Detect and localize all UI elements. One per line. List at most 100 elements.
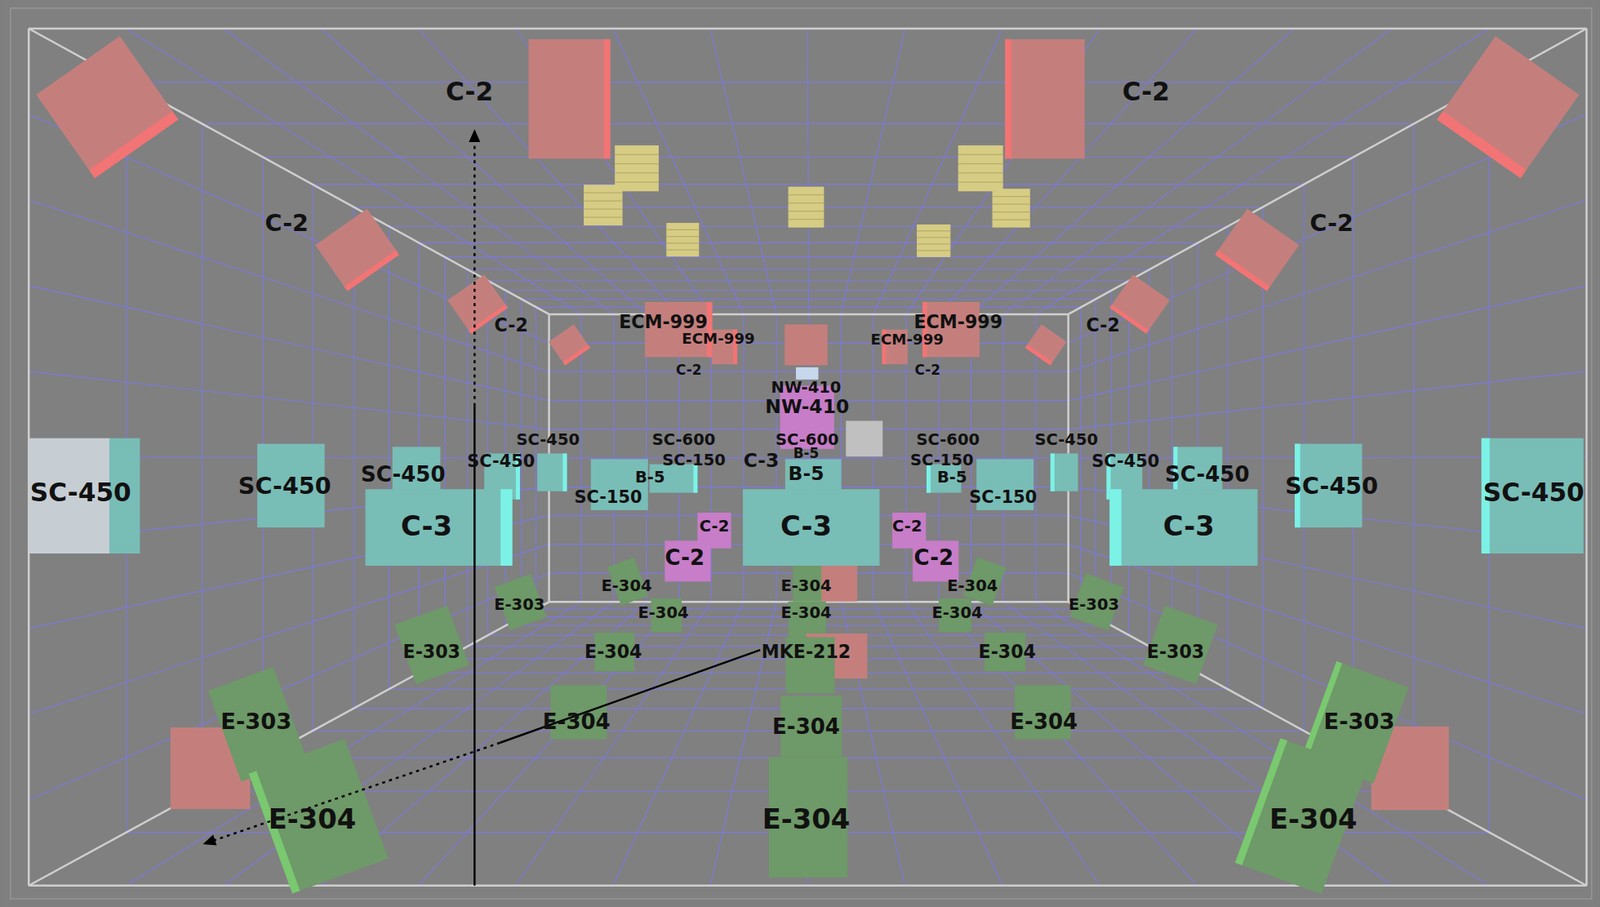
cube-face [1235, 737, 1367, 894]
cube-face [742, 488, 880, 566]
cube [248, 738, 389, 894]
cube [742, 488, 880, 566]
cube-face [992, 188, 1031, 227]
grid-line [1068, 200, 1587, 372]
room-edge [28, 28, 549, 315]
part-label: C-2 [445, 79, 494, 105]
cube-face [583, 184, 623, 226]
part-label: SC-450 [1034, 431, 1098, 449]
part-label: SC-450 [1164, 463, 1249, 485]
room-edge [1068, 28, 1587, 315]
cube-side [1109, 488, 1121, 566]
cube-face [785, 458, 842, 489]
cube-side [344, 249, 400, 291]
part-label: E-304 [946, 577, 998, 595]
cube-face [1025, 324, 1067, 365]
part-label: C-2 [1122, 79, 1170, 105]
cube [548, 324, 591, 365]
cube-side [562, 344, 591, 366]
cube-face [1214, 208, 1299, 292]
cube-face [35, 35, 178, 178]
cube-face [958, 145, 1004, 192]
cube [394, 605, 469, 685]
cube [912, 540, 959, 582]
frame [10, 8, 1592, 899]
part-label: E-304 [978, 641, 1036, 660]
part-label: E-304 [1009, 711, 1078, 733]
cube-face [365, 488, 513, 566]
cube-side [604, 39, 611, 159]
cube-face [1143, 605, 1218, 685]
cube-face [548, 324, 591, 365]
cube-stripe [788, 218, 825, 220]
perspective-grid [28, 28, 1587, 886]
cube-face [1050, 453, 1079, 492]
grid-line [1035, 28, 1489, 315]
grid-line [906, 28, 1100, 315]
cube [494, 573, 547, 631]
cube-stripe [958, 163, 1004, 165]
cube-side [706, 302, 713, 357]
cube-side [1436, 111, 1527, 178]
grid-line [28, 200, 549, 372]
cube-stripe [583, 217, 623, 218]
grid-line [970, 28, 1294, 315]
cube [916, 224, 951, 258]
grid-line [223, 28, 614, 315]
part-label: SC-450 [1284, 474, 1378, 498]
cube-stripe [958, 181, 1004, 183]
cube [315, 208, 400, 292]
cube-stripe [916, 249, 951, 251]
room-edge [28, 884, 1587, 887]
part-label: E-303 [220, 710, 292, 733]
part-label: SC-450 [515, 431, 580, 449]
part-label: ECM-999 [871, 332, 944, 347]
part-label: NW-410 [771, 379, 842, 396]
cube [614, 145, 659, 192]
cube-side [926, 464, 931, 494]
cube [365, 488, 513, 566]
cube [528, 39, 611, 159]
part-label: E-303 [493, 597, 545, 614]
cube-stripe [992, 195, 1031, 197]
part-label: E-303 [1146, 641, 1205, 660]
cube [1214, 208, 1299, 292]
cube-face [666, 222, 699, 257]
part-label: C-3 [1163, 512, 1215, 541]
cube-side [1004, 39, 1012, 159]
cube [666, 222, 699, 257]
grid-line [807, 28, 809, 315]
cube [785, 458, 842, 489]
cube-face [315, 208, 400, 292]
grid-line [28, 371, 549, 430]
cube-stripe [916, 236, 951, 238]
cube [583, 184, 623, 226]
cube-side [1050, 453, 1055, 492]
axis-line [500, 649, 761, 743]
part-label: E-304 [584, 641, 642, 660]
part-label: C-2 [664, 546, 705, 569]
cube-stripe [666, 229, 699, 231]
part-label: ECM-999 [681, 331, 755, 347]
cube-stripe [916, 230, 951, 232]
cube-stripe [583, 192, 623, 194]
cube-side [1025, 344, 1054, 366]
cube [1004, 39, 1085, 159]
cube [958, 145, 1004, 192]
room-edge [1585, 28, 1587, 886]
part-label: B-5 [788, 465, 825, 485]
cube-stripe [614, 172, 659, 174]
cube-stripe [992, 219, 1031, 221]
part-label: E-304 [780, 577, 832, 595]
cube-stripe [614, 154, 659, 156]
part-label: C-2 [1086, 315, 1120, 334]
cube-stripe [916, 243, 951, 245]
part-label: E-304 [542, 711, 611, 733]
cube-face [614, 145, 659, 192]
grid-line [710, 28, 777, 315]
cube [1109, 488, 1258, 566]
cube-face [845, 421, 883, 458]
grid-line [938, 28, 1198, 315]
cube-side [1214, 249, 1270, 291]
